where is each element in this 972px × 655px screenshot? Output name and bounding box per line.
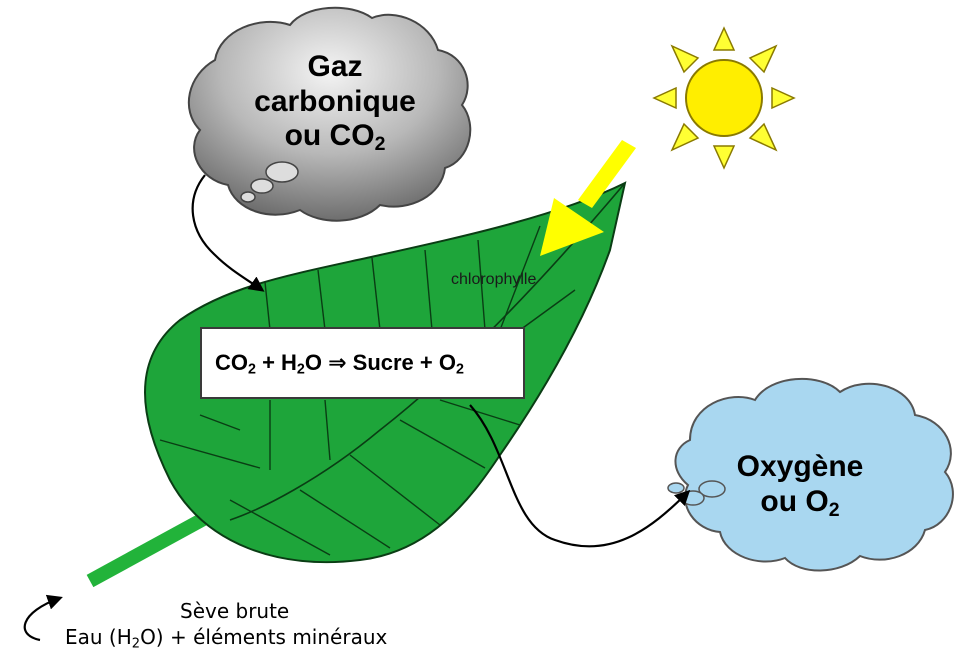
co2-label-line2: carbonique xyxy=(254,84,416,118)
co2-cloud-label: Gaz carbonique ou CO2 xyxy=(240,50,430,155)
co2-flow-arrow xyxy=(191,174,265,292)
o2-cloud-label: Oxygène ou O2 xyxy=(690,450,910,521)
o2-flow-arrow xyxy=(469,404,691,548)
sap-flow-arrow xyxy=(23,594,63,642)
o2-label-line2: ou O2 xyxy=(760,484,840,521)
co2-label-line1: Gaz xyxy=(307,50,363,83)
sap-title: Sève brute xyxy=(180,599,290,623)
sun-icon xyxy=(652,26,796,170)
equation-box xyxy=(200,327,525,399)
co2-label-line3: ou CO2 xyxy=(284,119,386,155)
chlorophyll-label: chlorophylle xyxy=(451,271,537,288)
sunlight-arrow xyxy=(540,140,636,256)
sap-composition: Eau (H2O) + éléments minéraux xyxy=(65,625,388,652)
photosynthesis-equation: CO2 + H2O ⇒ Sucre + O2 xyxy=(215,350,464,378)
o2-label-line1: Oxygène xyxy=(736,450,864,483)
co2-cloud xyxy=(187,6,472,222)
